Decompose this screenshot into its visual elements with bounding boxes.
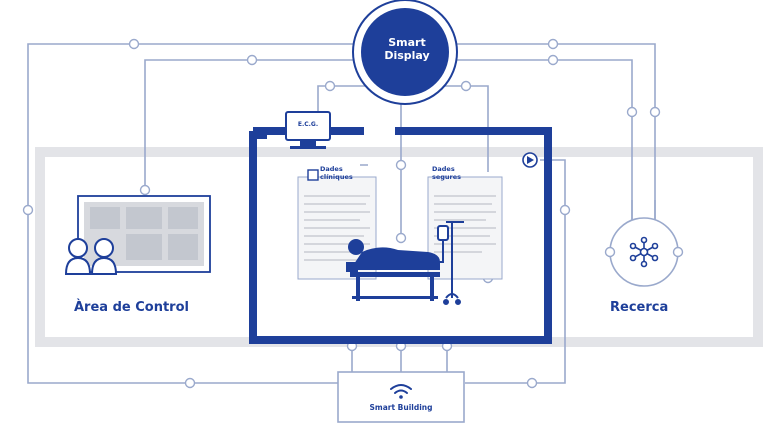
ecg-label: E.C.G. bbox=[297, 121, 319, 128]
chart-panel-icon bbox=[90, 207, 198, 260]
smart-display-node bbox=[352, 0, 458, 105]
smart-display-label: Smart Display bbox=[384, 36, 430, 62]
people-icon bbox=[64, 238, 118, 275]
dades-cliniques-label: Dades clíniques bbox=[320, 165, 353, 181]
smart-building-box bbox=[337, 371, 465, 423]
smart-building-label: Smart Building bbox=[369, 403, 433, 412]
area-control-label: Àrea de Control bbox=[74, 300, 189, 315]
dades-segures-label: Dades segures bbox=[432, 165, 462, 181]
recerca-label: Recerca bbox=[610, 300, 669, 315]
alarm-icon bbox=[522, 152, 538, 168]
monitor-icon bbox=[285, 111, 331, 149]
molecule-icon bbox=[629, 236, 659, 268]
wifi-icon bbox=[390, 384, 412, 399]
research-flask bbox=[604, 200, 684, 287]
patient-bed-icon bbox=[346, 239, 440, 301]
